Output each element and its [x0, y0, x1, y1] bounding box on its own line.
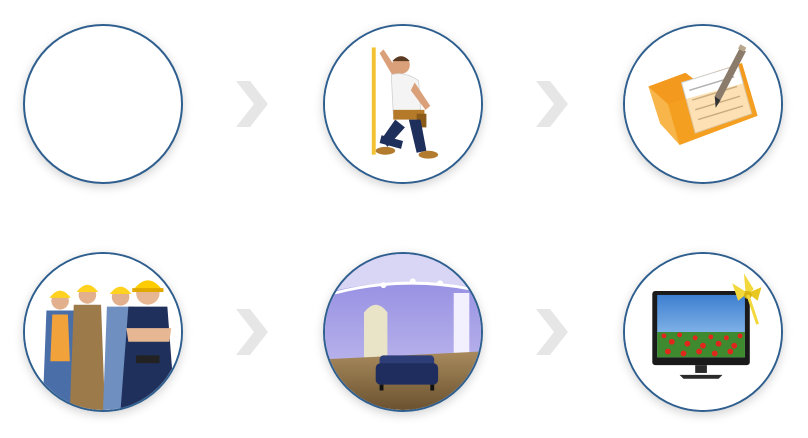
step-6-circle: [623, 252, 783, 412]
step-3-circle: [623, 24, 783, 184]
step-2-circle: [323, 24, 483, 184]
folder-document-pen-image: [625, 26, 781, 182]
chevron-right-icon: [532, 307, 572, 357]
step-5-circle: [323, 252, 483, 412]
chevron-right-icon: [532, 79, 572, 129]
chevron-right-icon: [232, 79, 272, 129]
step-1-circle: [23, 24, 183, 184]
tv-gift-bow-image: [625, 254, 781, 410]
measuring-worker-image: [325, 26, 481, 182]
step-4-circle: [23, 252, 183, 412]
construction-workers-image: [25, 254, 181, 410]
renovated-living-room-image: [325, 254, 481, 410]
chevron-right-icon: [232, 307, 272, 357]
